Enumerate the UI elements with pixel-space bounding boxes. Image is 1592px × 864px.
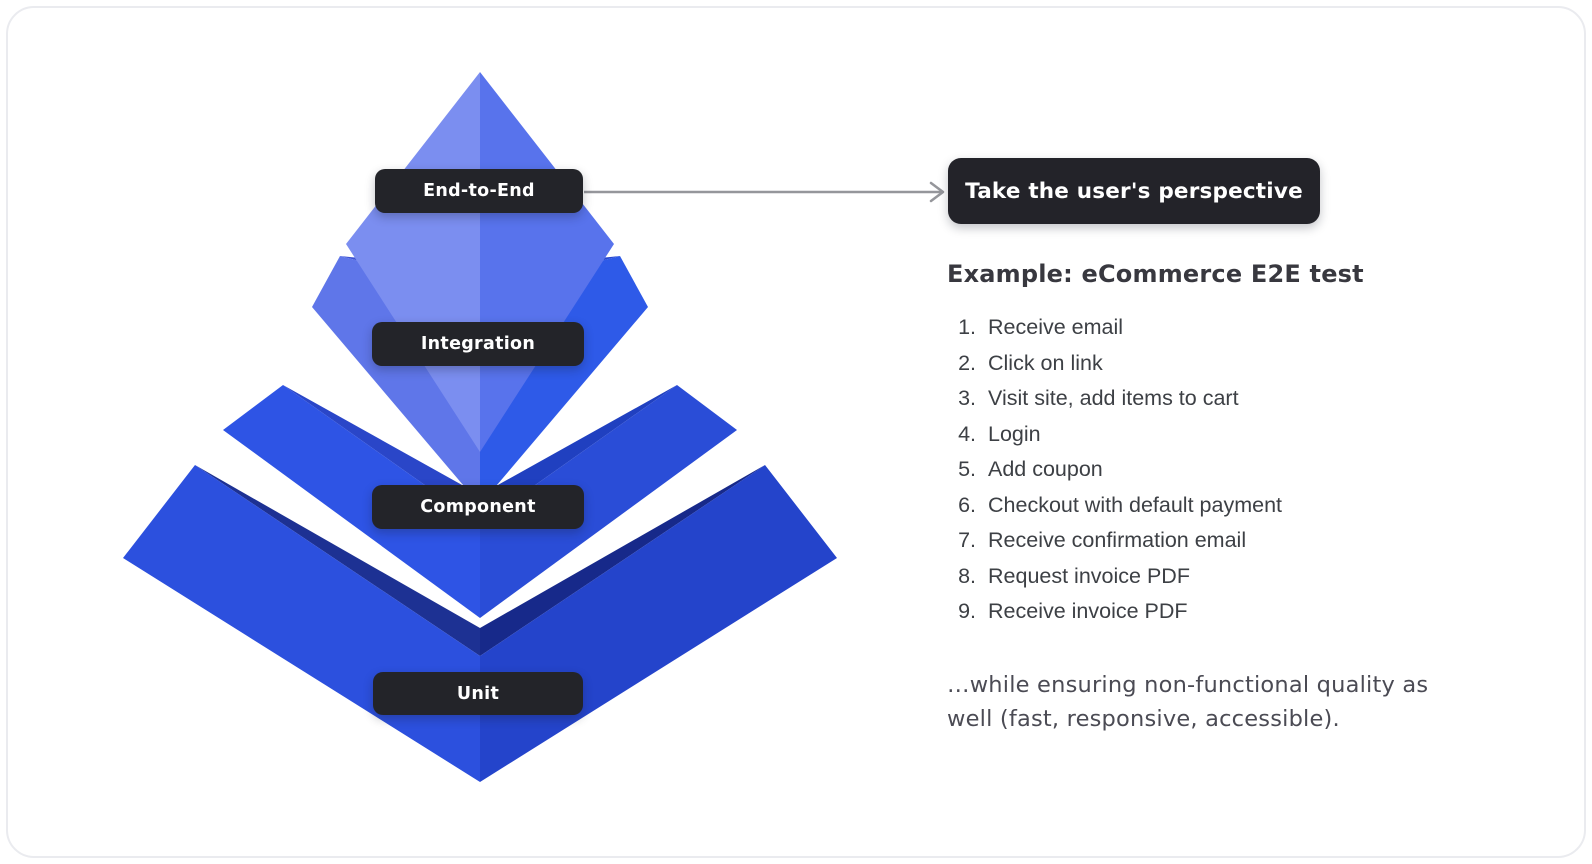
list-item: Receive confirmation email <box>982 529 1542 552</box>
label-component: Component <box>372 485 584 529</box>
non-functional-footnote: …while ensuring non-functional quality a… <box>947 672 1429 732</box>
e2e-steps-list: Receive email Click on link Visit site, … <box>948 316 1542 636</box>
example-heading: Example: eCommerce E2E test <box>947 260 1364 288</box>
list-item: Receive invoice PDF <box>982 600 1542 623</box>
tier-component-face-left <box>223 385 480 618</box>
label-integration: Integration <box>372 322 584 366</box>
list-item: Request invoice PDF <box>982 564 1542 588</box>
list-item: Click on link <box>982 351 1542 375</box>
callout-arrow <box>584 181 945 203</box>
list-item: Login <box>982 422 1542 446</box>
label-unit: Unit <box>373 672 583 715</box>
label-end-to-end: End-to-End <box>375 169 583 213</box>
callout-arrow-head-icon <box>929 181 945 203</box>
list-item: Add coupon <box>982 458 1542 481</box>
list-item: Checkout with default payment <box>982 493 1542 517</box>
pyramid-tier-end-to-end <box>346 72 614 452</box>
callout-take-users-perspective: Take the user's perspective <box>948 158 1320 224</box>
list-item: Receive email <box>982 316 1542 339</box>
tier-component-face-right <box>480 385 737 618</box>
list-item: Visit site, add items to cart <box>982 387 1542 410</box>
